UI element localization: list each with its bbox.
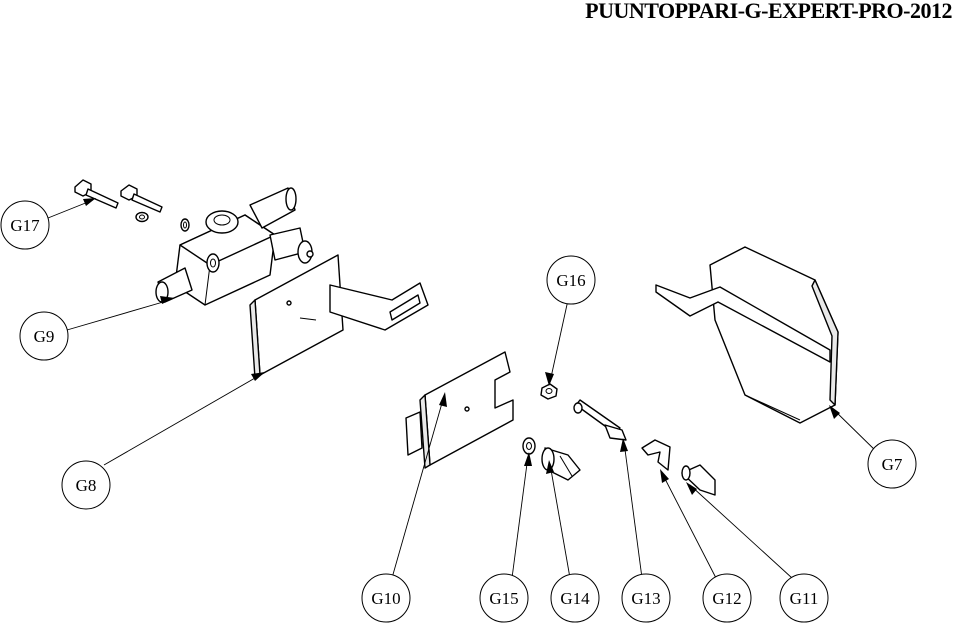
callout-g8: G8: [61, 460, 111, 510]
part-g10-plate: [405, 351, 514, 469]
callout-g10-label: G10: [371, 589, 400, 608]
part-g16-nut: [540, 383, 558, 400]
callout-g8-label: G8: [76, 476, 97, 495]
callout-g9: G9: [19, 311, 69, 361]
leaders: [47, 198, 881, 579]
callout-g14: G14: [550, 573, 600, 623]
callout-g11: G11: [779, 573, 829, 623]
callout-g15-label: G15: [489, 589, 518, 608]
callout-g16: G16: [546, 255, 596, 305]
callout-g16-label: G16: [556, 271, 585, 290]
callout-g13: G13: [621, 573, 671, 623]
part-g17-bolts: [74, 179, 190, 232]
callout-g7-label: G7: [882, 455, 903, 474]
callout-g11-label: G11: [790, 589, 819, 608]
callout-g13-label: G13: [631, 589, 660, 608]
callout-g15: G15: [479, 573, 529, 623]
part-g8-plate: [249, 254, 429, 379]
diagram-title: PUUNTOPPARI-G-EXPERT-PRO-2012: [585, 0, 952, 23]
callout-g9-label: G9: [34, 327, 55, 346]
part-g7-cover: [655, 246, 839, 424]
part-g15-washer: [522, 437, 536, 455]
callout-g17-label: G17: [10, 216, 40, 235]
part-g13-pin: [573, 399, 627, 441]
callout-g7: G7: [867, 439, 917, 489]
part-g11-pin: [681, 464, 716, 496]
callout-g10: G10: [361, 573, 411, 623]
callout-g17: G17: [0, 200, 50, 250]
callout-g12-label: G12: [712, 589, 741, 608]
part-g14-knob: [541, 447, 581, 481]
part-g9-valve: [155, 187, 314, 306]
callout-g12: G12: [702, 573, 752, 623]
callout-g14-label: G14: [560, 589, 590, 608]
part-g12-clip: [641, 439, 671, 471]
